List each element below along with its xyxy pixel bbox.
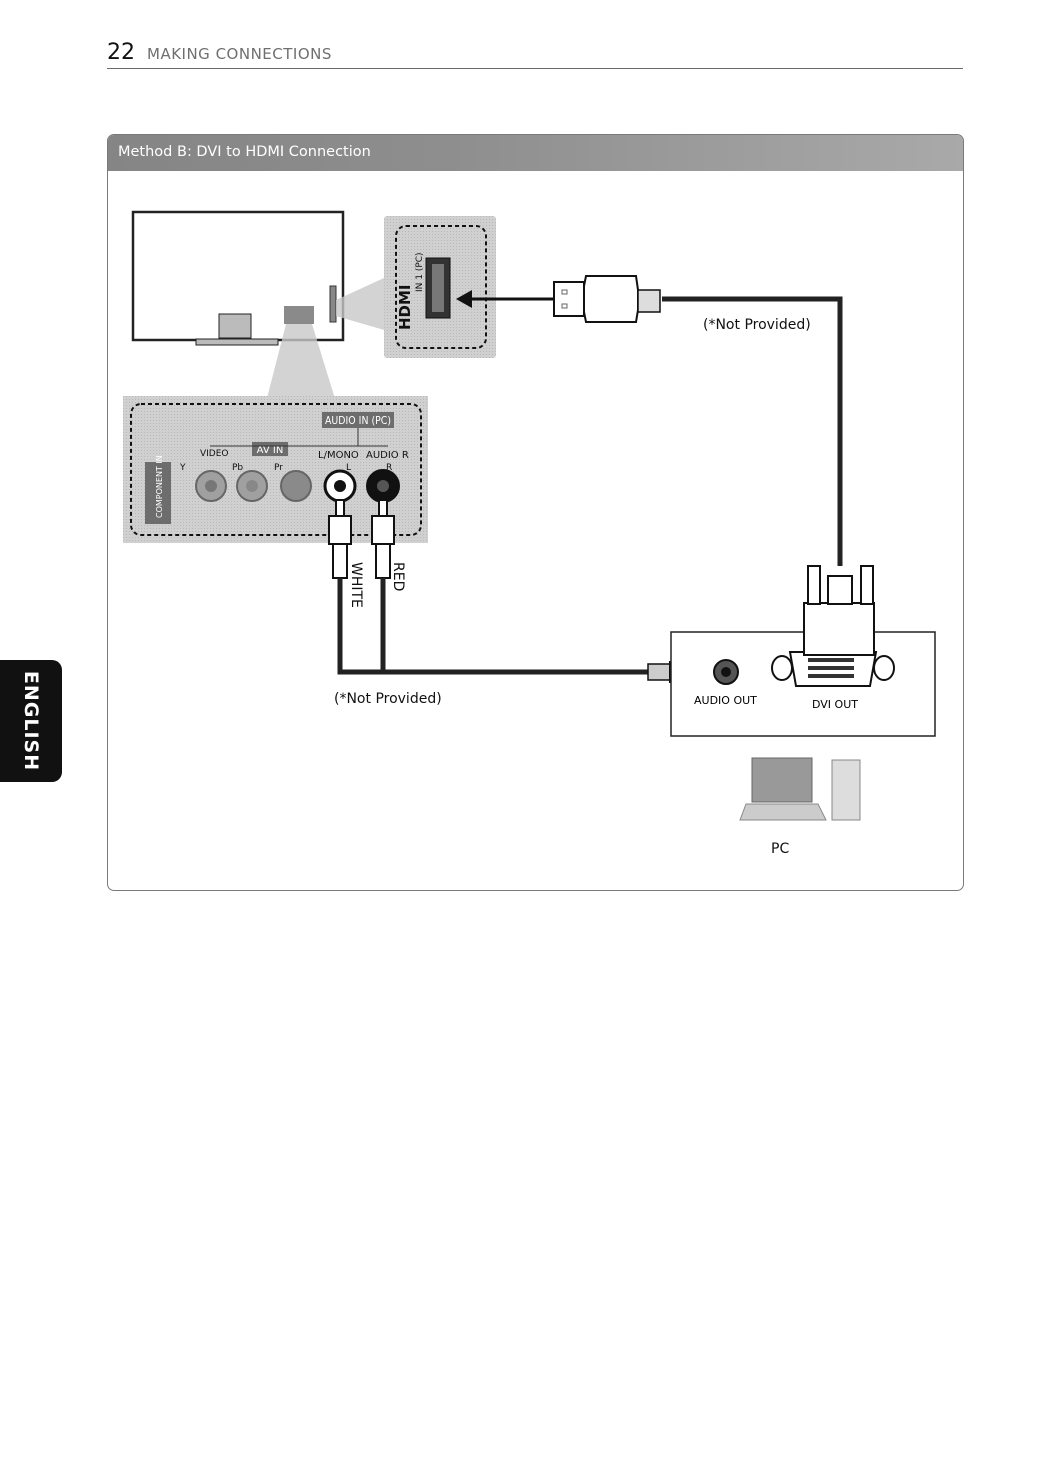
component-label: COMPONENT IN <box>155 455 164 518</box>
component-badge <box>145 462 171 524</box>
white-plug-grip <box>332 543 348 579</box>
hdmi-zoom-panel: HDMI IN 1 (PC) <box>384 216 496 358</box>
red-plug-grip <box>375 543 391 579</box>
method-box: Method B: DVI to HDMI Connection <box>107 134 964 891</box>
desktop-tower <box>831 759 861 821</box>
audio-mini-plug-grip <box>647 663 671 681</box>
laptop-base <box>739 803 827 821</box>
audio-cable <box>337 578 717 683</box>
tv-illustration <box>131 210 345 346</box>
hdmi-arrow-head <box>456 290 472 308</box>
r-label: R <box>386 463 392 473</box>
dvi-pins <box>808 674 854 678</box>
tv-stand-base <box>195 338 279 346</box>
hdmi-port-inner <box>432 264 444 312</box>
dvi-out-label: DVI OUT <box>812 698 858 711</box>
pc-back-panel: AUDIO OUT DVI OUT <box>670 631 936 737</box>
hdmi-panel-outline <box>395 225 487 349</box>
hdmi-plug-hole <box>561 303 568 309</box>
video-label: VIDEO <box>200 449 229 459</box>
audio-out-jack-center <box>721 667 731 677</box>
dvi-screw-left <box>771 655 793 681</box>
lmono-label: L/MONO <box>318 450 359 461</box>
dvi-screw-right <box>873 655 895 681</box>
pb-label: Pb <box>232 463 243 473</box>
red-rca-plug <box>371 499 395 579</box>
zoom-connector-av <box>266 324 336 402</box>
dvi-pins <box>808 666 854 670</box>
audio-in-pc-label: AUDIO IN (PC) <box>325 414 391 427</box>
laptop-screen <box>751 757 813 803</box>
hdmi-plug-strain-relief <box>637 289 661 313</box>
white-plug-tip <box>335 499 345 517</box>
zoom-connector-hdmi <box>336 278 384 330</box>
hdmi-plug-hole <box>561 289 568 295</box>
hdmi-cable <box>456 275 843 566</box>
method-header: Method B: DVI to HDMI Connection <box>108 135 963 171</box>
white-plug-body <box>328 515 352 545</box>
av-in-label: AV IN <box>257 445 284 456</box>
hdmi-logo: HDMI <box>396 284 414 330</box>
jack-pb-center <box>246 480 258 492</box>
audio-out-label: AUDIO OUT <box>694 694 757 707</box>
hdmi-port-label: IN 1 (PC) <box>415 252 425 292</box>
y-label: Y <box>179 463 186 473</box>
red-plug-tip <box>378 499 388 517</box>
dvi-thumbscrew-left <box>807 565 821 605</box>
page-header: 22 MAKING CONNECTIONS <box>107 38 963 69</box>
pr-label: Pr <box>274 463 283 473</box>
jack-audio-l-center <box>334 480 346 492</box>
jack-video-center <box>205 480 217 492</box>
hdmi-plug-tip <box>553 281 585 317</box>
dvi-strain-relief <box>827 575 853 605</box>
pc-label: PC <box>771 841 789 857</box>
jack-audio-r-center <box>377 480 389 492</box>
dvi-thumbscrew-right <box>860 565 874 605</box>
pc-illustration <box>739 757 861 821</box>
l-label: L <box>346 463 351 473</box>
tv-port-area <box>284 306 314 324</box>
tv-side-port <box>329 285 337 323</box>
white-rca-plug <box>328 499 352 579</box>
section-title: MAKING CONNECTIONS <box>147 45 332 63</box>
hdmi-cable-line <box>662 296 843 566</box>
tv-stand-neck <box>218 313 252 339</box>
language-tab: ENGLISH <box>0 660 62 782</box>
av-panel-outline <box>130 403 422 536</box>
page-number: 22 <box>107 40 135 65</box>
hdmi-cable-note: (*Not Provided) <box>703 317 811 333</box>
hdmi-plug-body <box>583 275 639 323</box>
audio-cable-note: (*Not Provided) <box>334 691 442 707</box>
audio-cable-white <box>337 578 660 675</box>
audio-in-pc-badge <box>322 412 394 428</box>
dvi-plug <box>803 565 875 656</box>
audio-r-label: AUDIO R <box>366 450 409 461</box>
dvi-plug-body <box>803 602 875 656</box>
red-plug-body <box>371 515 395 545</box>
white-label: WHITE <box>348 562 364 608</box>
dvi-pins <box>808 658 854 662</box>
method-title: Method B: DVI to HDMI Connection <box>118 144 371 160</box>
red-label: RED <box>390 562 406 591</box>
jack-pr <box>280 470 312 502</box>
